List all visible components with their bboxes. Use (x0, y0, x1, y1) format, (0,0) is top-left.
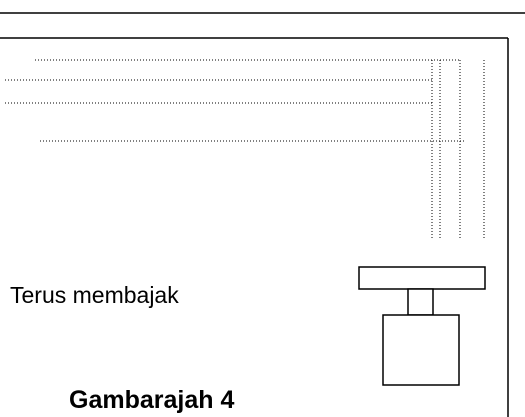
tractor-body (382, 314, 460, 386)
tractor-neck (407, 288, 434, 316)
figure-title: Gambarajah 4 (69, 386, 235, 414)
furrow-lines-vertical (431, 60, 485, 240)
tractor-icon (358, 266, 486, 386)
field-boundary (0, 37, 509, 417)
furrow-lines-horizontal (5, 59, 466, 142)
plough-bar (358, 266, 486, 290)
caption-text: Terus membajak (10, 282, 179, 308)
